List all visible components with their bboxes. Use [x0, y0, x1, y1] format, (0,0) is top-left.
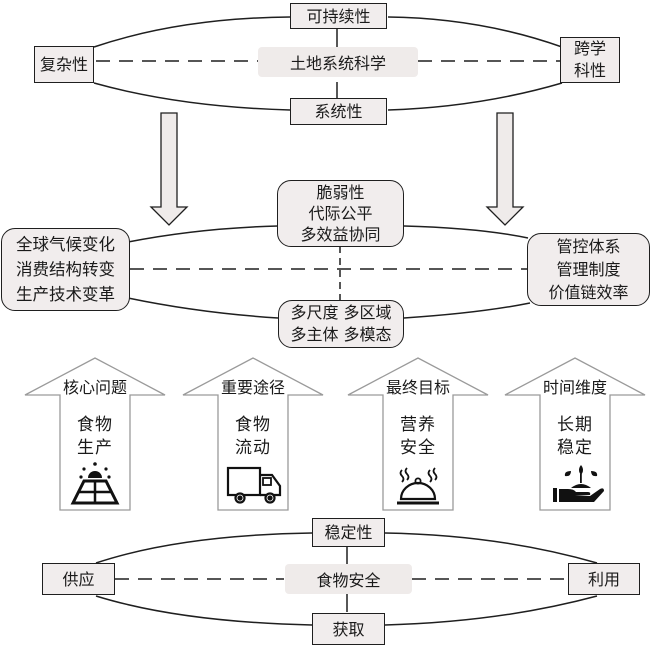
pillar-1-body: 食物 生产	[77, 415, 113, 458]
bot-node-utilization-label: 利用	[587, 569, 620, 589]
top-node-systematicness-label: 系统性	[314, 102, 363, 121]
bot-node-supply: 供应	[42, 563, 115, 595]
top-node-complexity-label: 复杂性	[39, 55, 88, 74]
down-arrow-left	[149, 112, 189, 226]
bot-ellipse-arc-tr	[384, 532, 598, 564]
top-cycle-lines	[93, 16, 563, 111]
top-center-label: 土地系统科学	[289, 54, 386, 73]
mid-node-bottom: 多尺度 多区域 多主体 多模态	[278, 300, 404, 348]
pillar-arrow-3	[347, 357, 489, 511]
down-arrow-right	[485, 112, 525, 226]
bot-node-access: 获取	[312, 613, 385, 645]
mid-node-top: 脆弱性 代际公平 多效益协同	[277, 180, 404, 247]
pillar-4-header: 时间维度	[542, 378, 607, 397]
truck-icon	[226, 466, 282, 504]
mid-node-top-label: 脆弱性 代际公平 多效益协同	[300, 183, 381, 244]
bot-node-stability: 稳定性	[312, 518, 385, 547]
top-ellipse-arc-tr	[387, 16, 563, 48]
hand-plant-icon	[553, 465, 604, 502]
bot-center-food-security: 食物安全	[285, 564, 412, 594]
mid-node-left: 全球气候变化 消费结构转变 生产技术变革	[1, 228, 130, 311]
bot-ellipse-arc-bl	[95, 595, 313, 626]
bot-node-access-label: 获取	[332, 619, 365, 639]
mid-ellipse-arc-bl	[127, 297, 279, 319]
bottom-cycle-lines	[95, 532, 598, 626]
top-center-land-system-science: 土地系统科学	[258, 47, 418, 77]
bot-center-label: 食物安全	[316, 571, 381, 590]
top-node-interdisciplinarity: 跨学 科性	[560, 37, 620, 83]
top-node-sustainability-label: 可持续性	[306, 6, 371, 26]
pillar-2-body: 食物 流动	[235, 415, 271, 458]
pillar-arrow-2	[182, 357, 324, 511]
pillar-1-header: 核心问题	[62, 378, 127, 397]
pillar-3-header: 最终目标	[385, 378, 450, 397]
pillar-arrow-4	[504, 357, 646, 511]
mid-ellipse-arc-br	[403, 302, 531, 319]
bot-ellipse-arc-tl	[95, 532, 313, 564]
solar-panel-icon	[70, 462, 120, 505]
bot-node-utilization: 利用	[568, 563, 640, 595]
mid-node-right-label: 管控体系 管理制度 价值链效率	[548, 237, 629, 302]
mid-node-bottom-label: 多尺度 多区域 多主体 多模态	[290, 303, 392, 344]
pillar-4-body: 长期 稳定	[557, 415, 593, 458]
mid-node-right: 管控体系 管理制度 价值链效率	[527, 233, 650, 306]
mid-ellipse-arc-tr	[403, 225, 529, 239]
mid-node-left-label: 全球气候变化 消费结构转变 生产技术变革	[16, 235, 115, 304]
middle-cycle-lines	[127, 225, 531, 319]
pillar-3-body: 营养 安全	[400, 415, 436, 458]
top-node-systematicness: 系统性	[290, 98, 387, 125]
pillar-2-header: 重要途径	[220, 378, 285, 397]
pillar-arrows	[24, 357, 646, 511]
bot-node-supply-label: 供应	[62, 569, 95, 589]
top-ellipse-arc-bl	[93, 82, 291, 111]
bot-ellipse-arc-br	[384, 595, 598, 626]
top-node-sustainability: 可持续性	[290, 3, 387, 29]
top-node-complexity: 复杂性	[34, 46, 94, 83]
top-node-interdisciplinarity-label: 跨学 科性	[573, 39, 606, 80]
top-ellipse-arc-tl	[93, 16, 291, 48]
bot-node-stability-label: 稳定性	[324, 523, 373, 542]
mid-ellipse-arc-tl	[127, 225, 279, 243]
food-cloche-icon	[397, 467, 439, 505]
top-ellipse-arc-br	[387, 82, 563, 111]
pillar-arrow-1	[24, 357, 166, 511]
